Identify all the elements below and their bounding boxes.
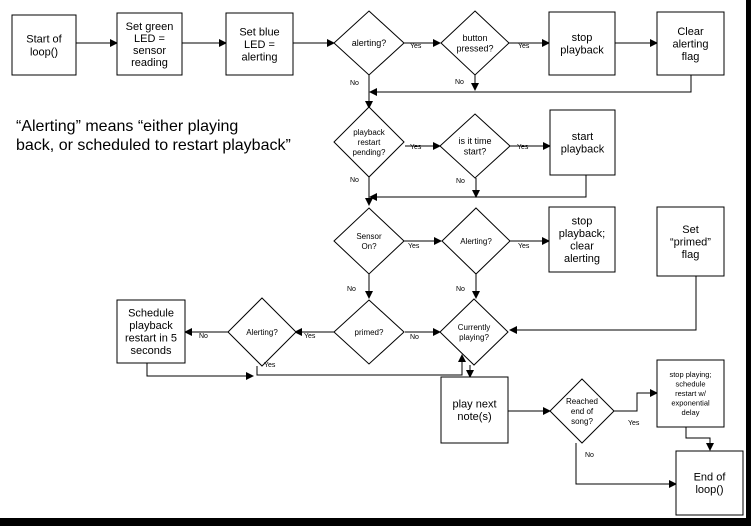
flowchart-connectors xyxy=(76,39,714,488)
primed-decision: primed? xyxy=(333,299,405,365)
alerting-2-label: Alerting? xyxy=(460,237,492,246)
yes-edge-label: Yes xyxy=(304,333,316,340)
set-primed-flag-box: Set“primed”flag xyxy=(656,206,725,277)
yes-edge-label: Yes xyxy=(518,243,530,250)
no-edge-label: No xyxy=(455,79,464,86)
alerting-2-decision: Alerting? xyxy=(441,207,511,275)
alerting-definition-note: “Alerting” means “either playing back, o… xyxy=(16,117,291,155)
yes-edge-label: Yes xyxy=(518,43,530,50)
yes-edge-label: Yes xyxy=(410,144,422,151)
yes-edge-label: Yes xyxy=(408,243,420,250)
note-line-2: back, or scheduled to restart playback” xyxy=(16,137,291,154)
no-edge-label: No xyxy=(456,178,465,185)
no-edge-label: No xyxy=(585,452,594,459)
yes-edge-label: Yes xyxy=(628,420,640,427)
no-edge-label: No xyxy=(410,334,419,341)
no-edge-label: No xyxy=(199,333,208,340)
right-border xyxy=(746,0,751,526)
connector xyxy=(612,389,658,412)
set-primed-flag-label: Set“primed”flag xyxy=(670,224,711,261)
alerting-1-decision: alerting? xyxy=(333,10,405,76)
no-edge-label: No xyxy=(347,286,356,293)
connector xyxy=(575,443,677,488)
alerting-3-label: Alerting? xyxy=(246,328,278,337)
primed-label: primed? xyxy=(355,328,384,337)
no-edge-label: No xyxy=(350,80,359,87)
yes-edge-label: Yes xyxy=(517,144,529,151)
alerting-3-decision: Alerting? xyxy=(227,297,297,367)
yes-edge-label: Yes xyxy=(264,362,276,369)
bottom-border xyxy=(0,518,751,526)
connector xyxy=(509,276,697,334)
connector xyxy=(146,363,254,380)
note-line-1: “Alerting” means “either playing xyxy=(16,118,239,135)
connector xyxy=(256,354,466,376)
alerting-1-label: alerting? xyxy=(352,38,387,48)
no-edge-label: No xyxy=(350,177,359,184)
connector xyxy=(685,427,714,451)
connector xyxy=(369,175,587,201)
connector xyxy=(369,75,692,96)
no-edge-label: No xyxy=(456,286,465,293)
yes-edge-label: Yes xyxy=(410,43,422,50)
